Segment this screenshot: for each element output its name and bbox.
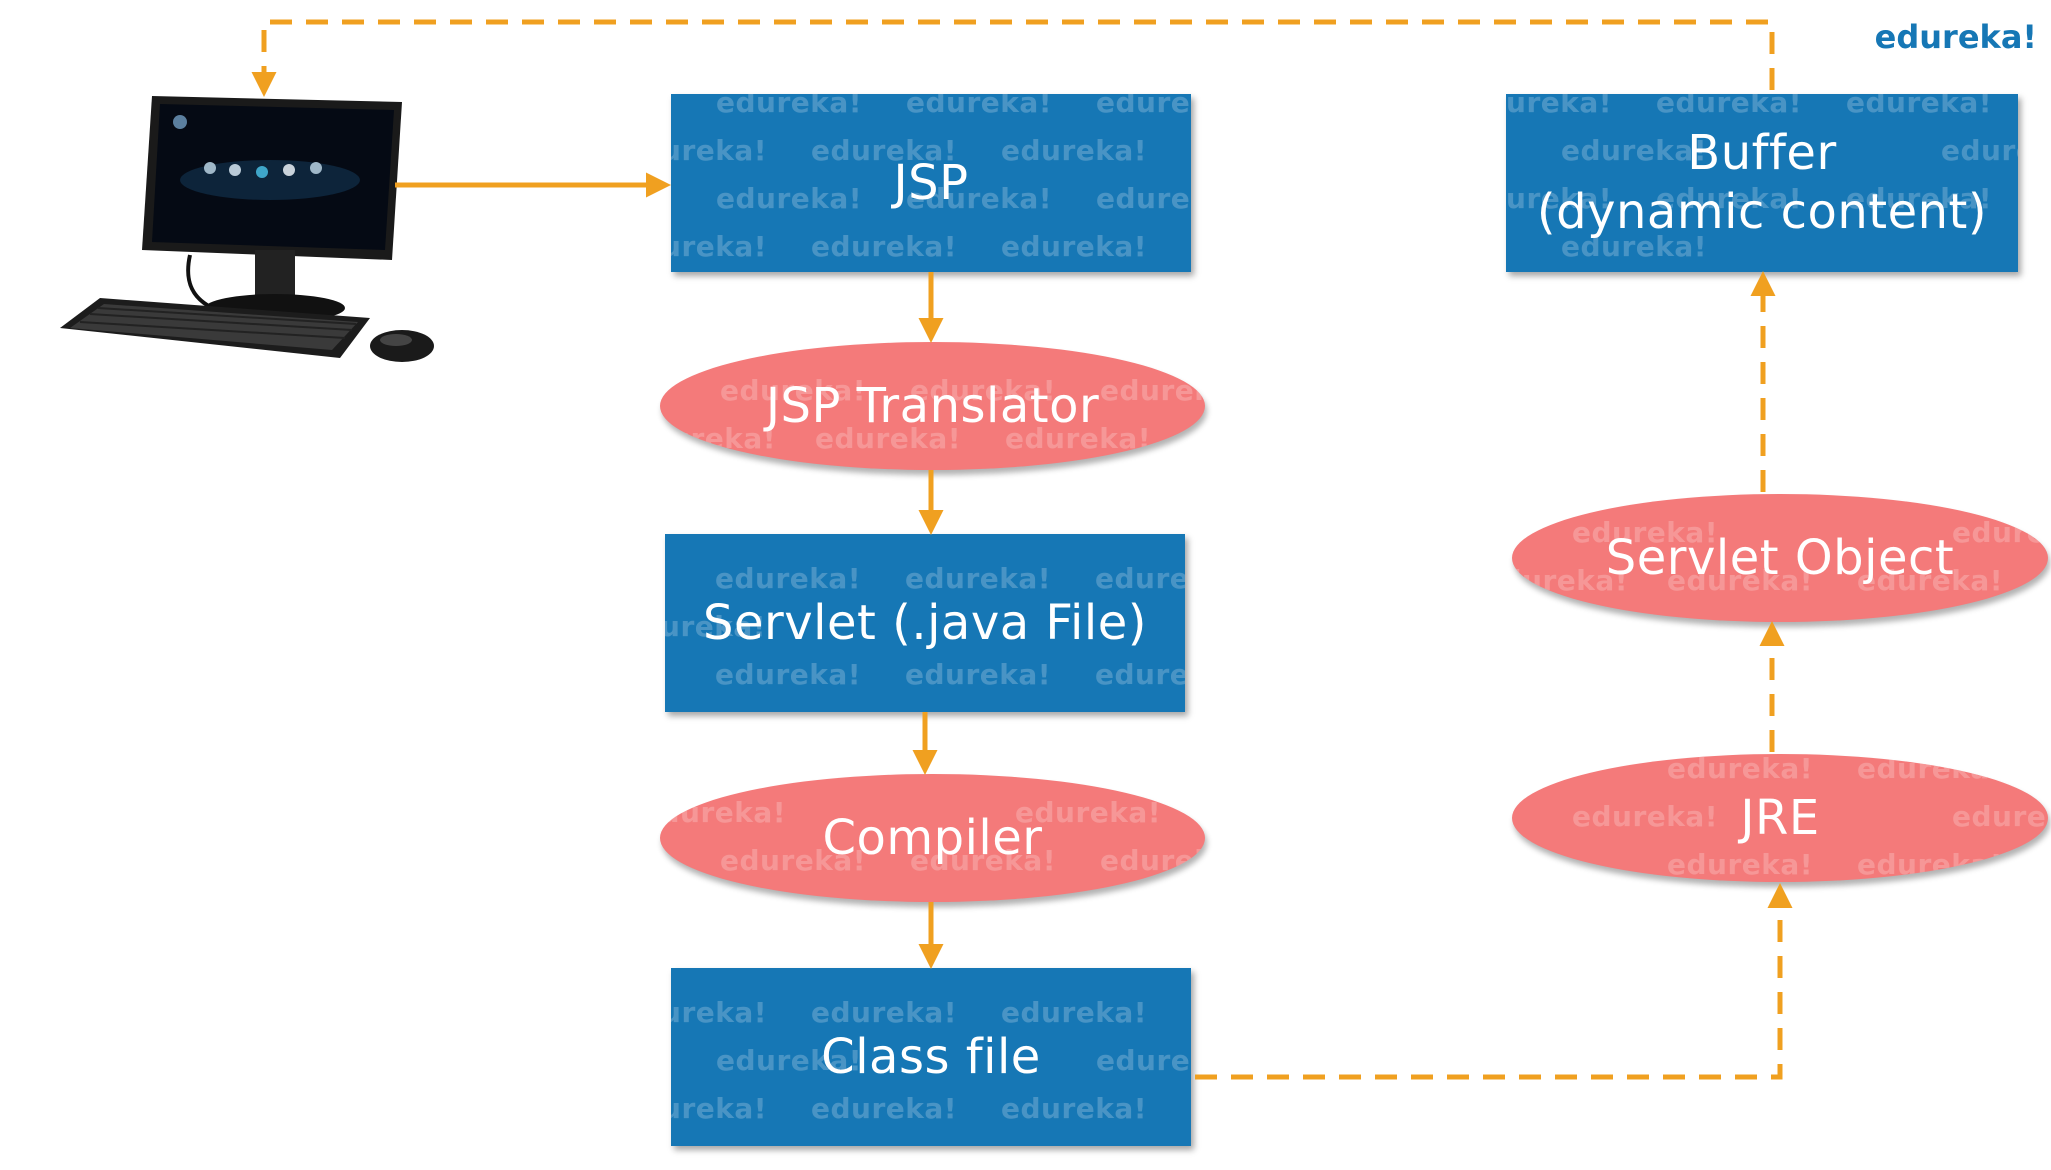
brand-logo: edureka! <box>1874 18 2037 56</box>
desktop-computer-icon <box>60 96 434 362</box>
jsp-translator-label: JSP Translator <box>765 377 1100 434</box>
compiler-label: Compiler <box>822 809 1043 866</box>
jsp-label: JSP <box>893 154 969 211</box>
arrow-classfile-to-jre <box>1195 883 1793 1080</box>
servlet-object-node: edureka! edureka! edureka! edureka! edur… <box>1512 494 2048 622</box>
arrow-buffer-to-computer <box>251 19 1775 97</box>
jre-label: JRE <box>1740 789 1820 846</box>
servlet-object-label: Servlet Object <box>1605 529 1955 586</box>
buffer-label: Buffer (dynamic content) <box>1536 125 1988 240</box>
class-file-label: Class file <box>821 1028 1041 1085</box>
servlet-java-file-label: Servlet (.java File) <box>703 594 1147 651</box>
